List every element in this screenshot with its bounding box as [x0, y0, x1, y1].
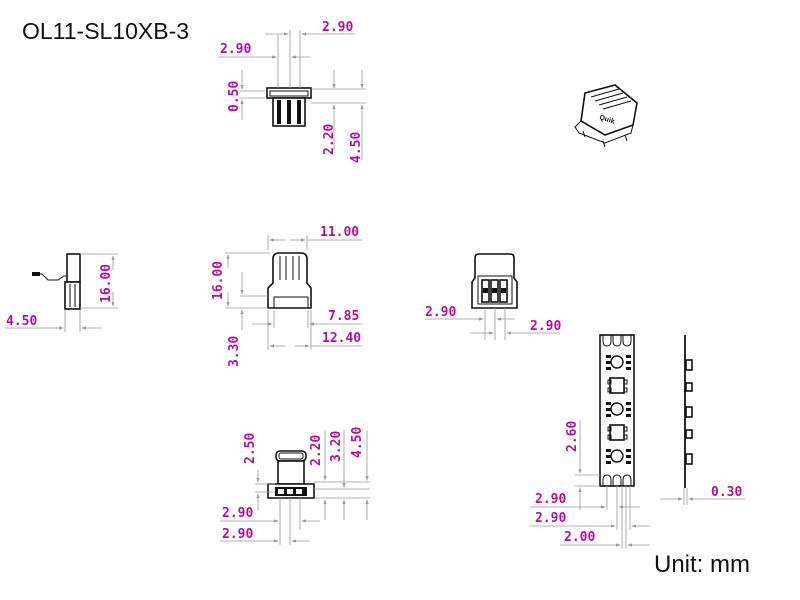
- dim-strip-pad-width: 2.00: [564, 530, 595, 545]
- strip-leds: [606, 355, 631, 464]
- dim-side-thickness: 4.50: [6, 314, 37, 329]
- dim-strip-side-thickness: 0.30: [711, 485, 742, 500]
- top-view-part: [266, 87, 312, 127]
- front-view-part: [267, 252, 312, 309]
- top-view-dimension-lines: [218, 30, 366, 160]
- strip-side-component: [685, 429, 693, 439]
- rear-view-part: [471, 253, 518, 309]
- drawing-title: OL11-SL10XB-3: [22, 18, 190, 44]
- dim-rear-pitch-left: 2.90: [425, 305, 456, 320]
- bottom-view: 2.50 2.20 3.20 4.50 2.90 2.90: [220, 427, 370, 545]
- dim-top-pitch-left: 2.90: [220, 42, 251, 57]
- led-chip: [606, 402, 631, 417]
- front-view: 11.00 16.00 7.85 12.40 3.30: [211, 225, 362, 367]
- led-chip: [606, 449, 631, 464]
- strip-side-component: [685, 359, 693, 371]
- rear-view-dimension-lines: [425, 308, 560, 340]
- front-view-dimension-lines: [225, 235, 362, 350]
- side-view: 16.00 4.50: [5, 253, 118, 332]
- dim-top-pitch-right: 2.90: [322, 20, 353, 35]
- dim-front-step: 3.30: [227, 336, 242, 367]
- led-chip: [606, 355, 631, 370]
- bottom-view-part: [267, 450, 315, 499]
- dim-front-inner-width: 7.85: [328, 309, 359, 324]
- dim-bottom-c: 3.20: [329, 431, 344, 462]
- dim-side-height: 16.00: [99, 264, 114, 303]
- dim-rear-pitch-right: 2.90: [530, 319, 561, 334]
- strip-dimension-lines: [530, 420, 650, 548]
- top-view: 2.90 2.90 0.50 2.20 4.50: [218, 20, 366, 163]
- dim-bottom-pitch2: 2.90: [222, 527, 253, 542]
- dim-front-height: 16.00: [211, 261, 226, 300]
- dim-front-outer-width: 12.40: [322, 331, 361, 346]
- dim-top-body: 2.20: [322, 124, 337, 155]
- dim-strip-pitch1: 2.90: [535, 492, 566, 507]
- iso-brand-text: Quik: [598, 114, 615, 125]
- strip-side-dimension-lines: [660, 488, 745, 505]
- strip-side-component: [685, 382, 693, 392]
- isometric-view: Quik: [574, 84, 638, 148]
- dim-bottom-a: 2.50: [243, 433, 258, 464]
- dim-top-lip: 0.50: [227, 81, 242, 112]
- strip-view: 2.60 2.90 2.90 2.00: [530, 334, 650, 548]
- strip-side-view: 0.30: [660, 335, 745, 505]
- strip-side-component: [685, 453, 693, 465]
- dim-bottom-pitch1: 2.90: [222, 506, 253, 521]
- unit-label: Unit: mm: [654, 551, 750, 578]
- side-view-part: [32, 253, 81, 310]
- dim-strip-pad-height: 2.60: [565, 421, 580, 452]
- dim-front-width-top: 11.00: [320, 225, 359, 240]
- bottom-view-dimension-lines: [220, 430, 370, 545]
- dim-bottom-d: 4.50: [350, 427, 365, 458]
- dim-strip-pitch2: 2.90: [535, 511, 566, 526]
- resistor-chip: [607, 377, 628, 394]
- rear-view: 2.90 2.90: [425, 253, 561, 340]
- side-view-dimension-lines: [5, 253, 118, 332]
- resistor-chip: [607, 424, 628, 441]
- dim-top-overall: 4.50: [349, 132, 364, 163]
- strip-side-component: [685, 406, 693, 418]
- strip-side-leds: [685, 359, 693, 465]
- dim-bottom-b: 2.20: [309, 435, 324, 466]
